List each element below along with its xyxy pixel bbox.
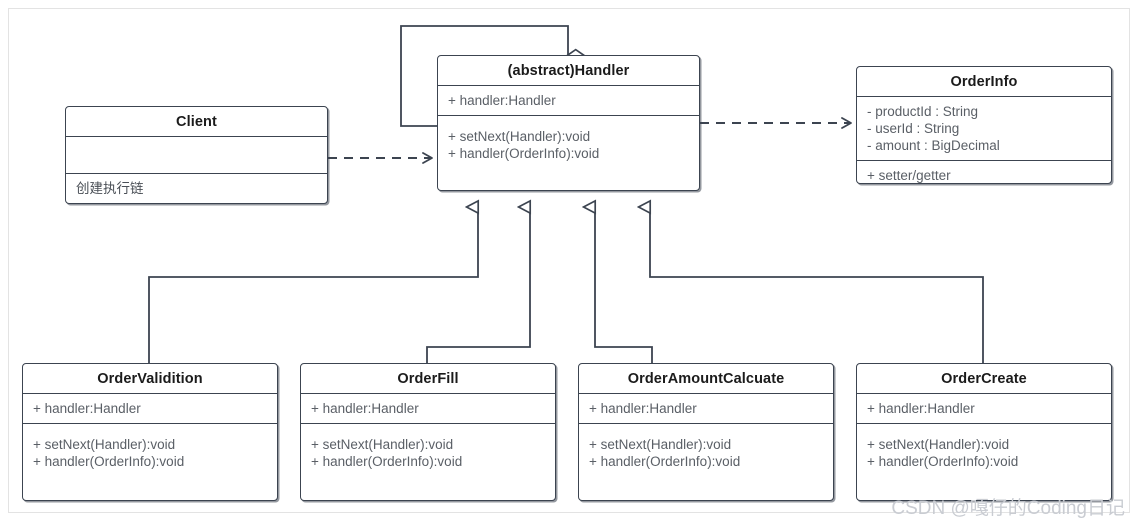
class-divider <box>857 160 1111 161</box>
class-box-orderfill[interactable]: OrderFill + handler:Handler + setNext(Ha… <box>300 363 556 501</box>
class-box-handler[interactable]: (abstract)Handler + handler:Handler + se… <box>437 55 700 191</box>
class-attributes-orderinfo: - productId : String - userId : String -… <box>857 97 1111 160</box>
class-member: + handler:Handler <box>311 401 419 416</box>
class-operations-orderfill: + setNext(Handler):void + handler(OrderI… <box>301 424 555 476</box>
class-divider <box>66 136 327 137</box>
class-member: + handler(OrderInfo):void <box>33 454 185 469</box>
class-divider <box>23 393 277 394</box>
class-divider <box>301 423 555 424</box>
class-box-ordercreate[interactable]: OrderCreate + handler:Handler + setNext(… <box>856 363 1112 501</box>
class-title-orderinfo: OrderInfo <box>950 74 1018 90</box>
class-operations-ordervalidition: + setNext(Handler):void + handler(OrderI… <box>23 424 277 476</box>
class-attributes-ordercreate: + handler:Handler <box>857 394 1111 423</box>
class-member: + setNext(Handler):void <box>589 437 732 452</box>
class-box-client[interactable]: Client 创建执行链 <box>65 106 328 204</box>
class-attributes-orderamountcalcuate: + handler:Handler <box>579 394 833 423</box>
class-member: - amount : BigDecimal <box>867 138 1000 153</box>
class-attributes-client <box>66 137 327 173</box>
class-operations-ordercreate: + setNext(Handler):void + handler(OrderI… <box>857 424 1111 476</box>
class-operations-handler: + setNext(Handler):void + handler(OrderI… <box>438 116 699 168</box>
class-title-ordercreate: OrderCreate <box>941 371 1027 387</box>
class-divider <box>66 173 327 174</box>
class-attributes-handler: + handler:Handler <box>438 86 699 115</box>
class-divider <box>23 423 277 424</box>
class-member: + handler(OrderInfo):void <box>589 454 741 469</box>
class-divider <box>579 423 833 424</box>
class-title-handler: (abstract)Handler <box>507 63 630 79</box>
class-divider <box>857 423 1111 424</box>
class-divider <box>857 393 1111 394</box>
class-operations-orderamountcalcuate: + setNext(Handler):void + handler(OrderI… <box>579 424 833 476</box>
class-member: + handler:Handler <box>33 401 141 416</box>
class-member: - userId : String <box>867 121 960 136</box>
class-member: + setNext(Handler):void <box>867 437 1010 452</box>
class-attributes-ordervalidition: + handler:Handler <box>23 394 277 423</box>
class-divider <box>579 393 833 394</box>
class-operations-client: 创建执行链 <box>66 174 327 203</box>
class-member: + handler(OrderInfo):void <box>311 454 463 469</box>
class-member: + handler(OrderInfo):void <box>867 454 1019 469</box>
class-box-orderamountcalcuate[interactable]: OrderAmountCalcuate + handler:Handler + … <box>578 363 834 501</box>
class-attributes-orderfill: + handler:Handler <box>301 394 555 423</box>
class-member: + setNext(Handler):void <box>311 437 454 452</box>
class-title-client: Client <box>176 114 217 130</box>
class-title-ordervalidition: OrderValidition <box>97 371 203 387</box>
class-member: + handler(OrderInfo):void <box>448 146 600 161</box>
class-box-ordervalidition[interactable]: OrderValidition + handler:Handler + setN… <box>22 363 278 501</box>
class-member: + setter/getter <box>867 168 951 183</box>
class-member: + handler:Handler <box>867 401 975 416</box>
class-divider <box>301 393 555 394</box>
class-member: + handler:Handler <box>448 93 556 108</box>
csdn-watermark: CSDN @嘎仔的Coding日记 <box>891 498 1125 519</box>
class-member: + setNext(Handler):void <box>448 129 591 144</box>
class-member: - productId : String <box>867 104 979 119</box>
class-title-orderfill: OrderFill <box>397 371 459 387</box>
class-member: + handler:Handler <box>589 401 697 416</box>
class-operations-orderinfo: + setter/getter <box>857 161 1111 190</box>
class-box-orderinfo[interactable]: OrderInfo - productId : String - userId … <box>856 66 1112 184</box>
class-member: + setNext(Handler):void <box>33 437 176 452</box>
class-member: 创建执行链 <box>76 181 144 196</box>
class-title-orderamountcalcuate: OrderAmountCalcuate <box>627 371 785 387</box>
class-divider <box>857 96 1111 97</box>
